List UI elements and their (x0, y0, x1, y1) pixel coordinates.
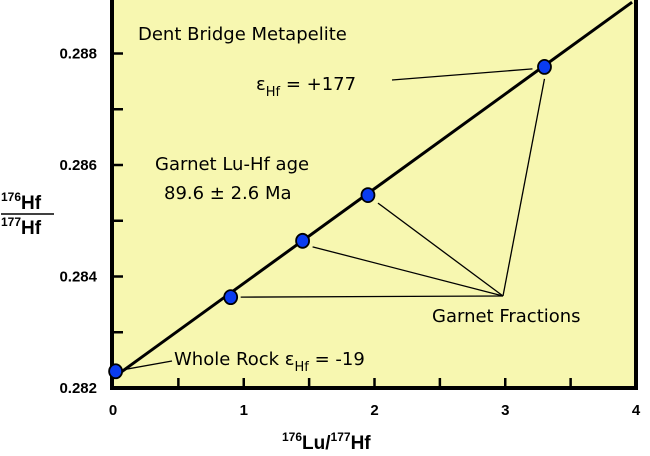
whole-rock-point (108, 363, 124, 380)
x-tick-label: 0 (109, 402, 117, 419)
y-tick-label: 0.284 (59, 269, 97, 286)
eps-high-label: εHf = +177 (256, 74, 356, 100)
y-tick-label: 0.282 (59, 380, 97, 397)
whole-rock-label: Whole Rock εHf = -19 (174, 349, 365, 375)
garnet-fraction-point (223, 289, 239, 306)
fraction-callout-line (502, 78, 546, 297)
fraction-callout-line (377, 202, 504, 297)
garnet-fraction-point (537, 58, 552, 75)
x-tick-label: 2 (370, 402, 378, 419)
y-tick-label: 0.288 (59, 46, 97, 63)
chart-title: Dent Bridge Metapelite (138, 24, 347, 45)
whole-rock-callout-line (125, 360, 173, 370)
garnet-fraction-point (360, 187, 376, 204)
x-tick-label: 1 (240, 402, 248, 419)
age-label-line1: Garnet Lu-Hf age (155, 154, 309, 175)
fraction-callout-line (240, 295, 504, 298)
garnet-fractions-label: Garnet Fractions (432, 306, 581, 327)
y-tick-label: 0.286 (59, 157, 97, 174)
fraction-callout-line (312, 246, 504, 297)
x-tick-label: 3 (501, 402, 509, 419)
age-label-line2: 89.6 ± 2.6 Ma (164, 183, 292, 204)
eps-high-callout-line (391, 68, 533, 81)
garnet-fraction-point (295, 232, 310, 249)
x-tick-label: 4 (632, 402, 641, 419)
x-axis-label: 176Lu/177Hf (282, 430, 371, 454)
y-axis-label: 176Hf 177Hf (1, 190, 54, 239)
svg-text:177Hf: 177Hf (1, 215, 42, 239)
svg-text:176Hf: 176Hf (1, 190, 42, 214)
